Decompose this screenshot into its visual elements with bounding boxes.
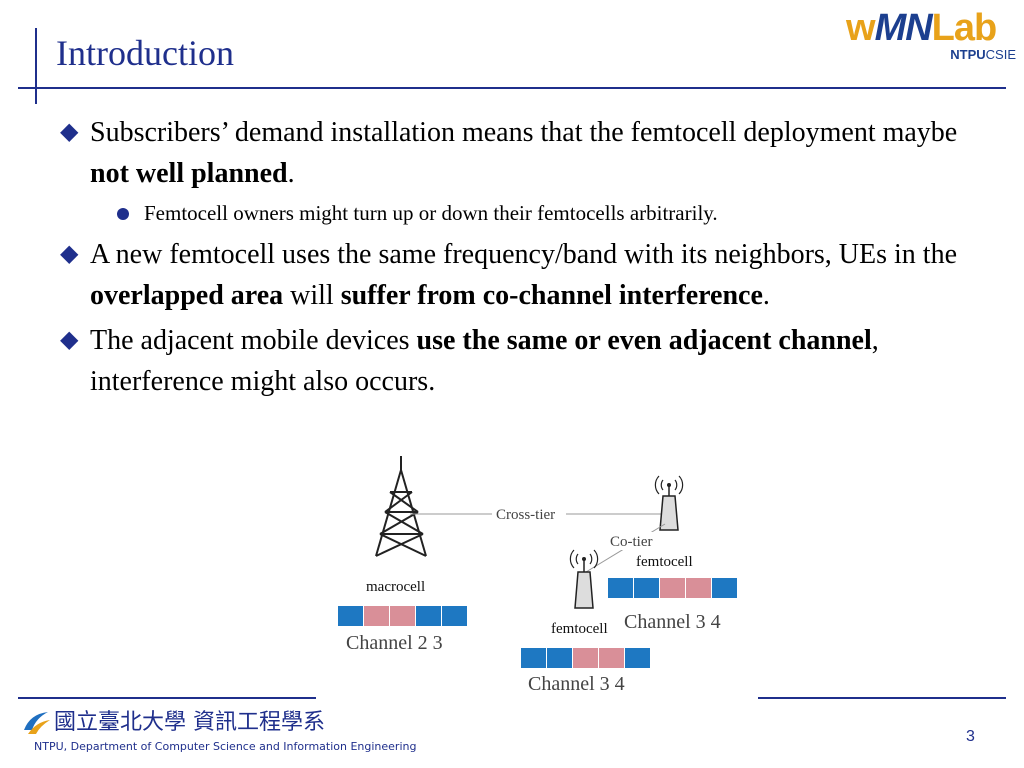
footer-rule-right [758, 697, 1006, 699]
macrocell-channel-bar [338, 606, 467, 626]
interference-diagram: Cross-tier femtocell Co-tier femtocell m… [338, 456, 737, 695]
diamond-bullet-icon: ◆ [60, 119, 79, 145]
femtocell-a-label: femtocell [636, 554, 693, 570]
footer-rule-left [18, 697, 316, 699]
sub-bullet-text: Femtocell owners might turn up or down t… [144, 201, 718, 225]
macrocell-label: macrocell [366, 579, 425, 595]
co-tier-label: Co-tier [610, 534, 653, 550]
femtocell-a-channel-label: Channel 3 4 [624, 611, 721, 633]
cross-tier-label: Cross-tier [496, 507, 555, 523]
round-bullet-icon [117, 208, 129, 220]
slide-body: ◆ Subscribers’ demand installation means… [60, 112, 960, 406]
page-number: 3 [966, 728, 975, 745]
title-horizontal-rule [18, 87, 1006, 89]
bullet-text: A new femtocell uses the same frequency/… [90, 239, 958, 311]
bullet-2: ◆ A new femtocell uses the same frequenc… [60, 234, 960, 316]
bullet-text: The adjacent mobile devices use the same… [90, 325, 879, 397]
slide-title: Introduction [56, 33, 234, 73]
diamond-bullet-icon: ◆ [60, 327, 79, 353]
wmnlab-logo: wMNLab NTPUCSIE [846, 7, 1016, 62]
macrocell-channel-label: Channel 2 3 [346, 632, 443, 654]
bullet-1: ◆ Subscribers’ demand installation means… [60, 112, 960, 194]
title-vertical-rule [35, 28, 37, 104]
bullet-3: ◆ The adjacent mobile devices use the sa… [60, 320, 960, 402]
sub-bullet-1: Femtocell owners might turn up or down t… [60, 198, 960, 228]
ntpu-emblem-icon [24, 712, 50, 734]
femtocell-b-channel-bar [521, 648, 650, 668]
femtocell-a-channel-bar [608, 578, 737, 598]
footer-english-name: NTPU, Department of Computer Science and… [34, 740, 417, 753]
femtocell-b-icon [569, 549, 599, 609]
femtocell-b-label: femtocell [551, 621, 608, 637]
bullet-text: Subscribers’ demand installation means t… [90, 117, 958, 189]
diamond-bullet-icon: ◆ [60, 241, 79, 267]
footer-logo: 國立臺北大學 資訊工程學系 NTPU, Department of Comput… [20, 708, 416, 760]
femtocell-b-channel-label: Channel 3 4 [528, 673, 625, 695]
femtocell-a-icon [654, 475, 684, 531]
macrocell-tower-icon [375, 456, 427, 557]
footer-chinese-name: 國立臺北大學 資訊工程學系 [54, 710, 325, 735]
